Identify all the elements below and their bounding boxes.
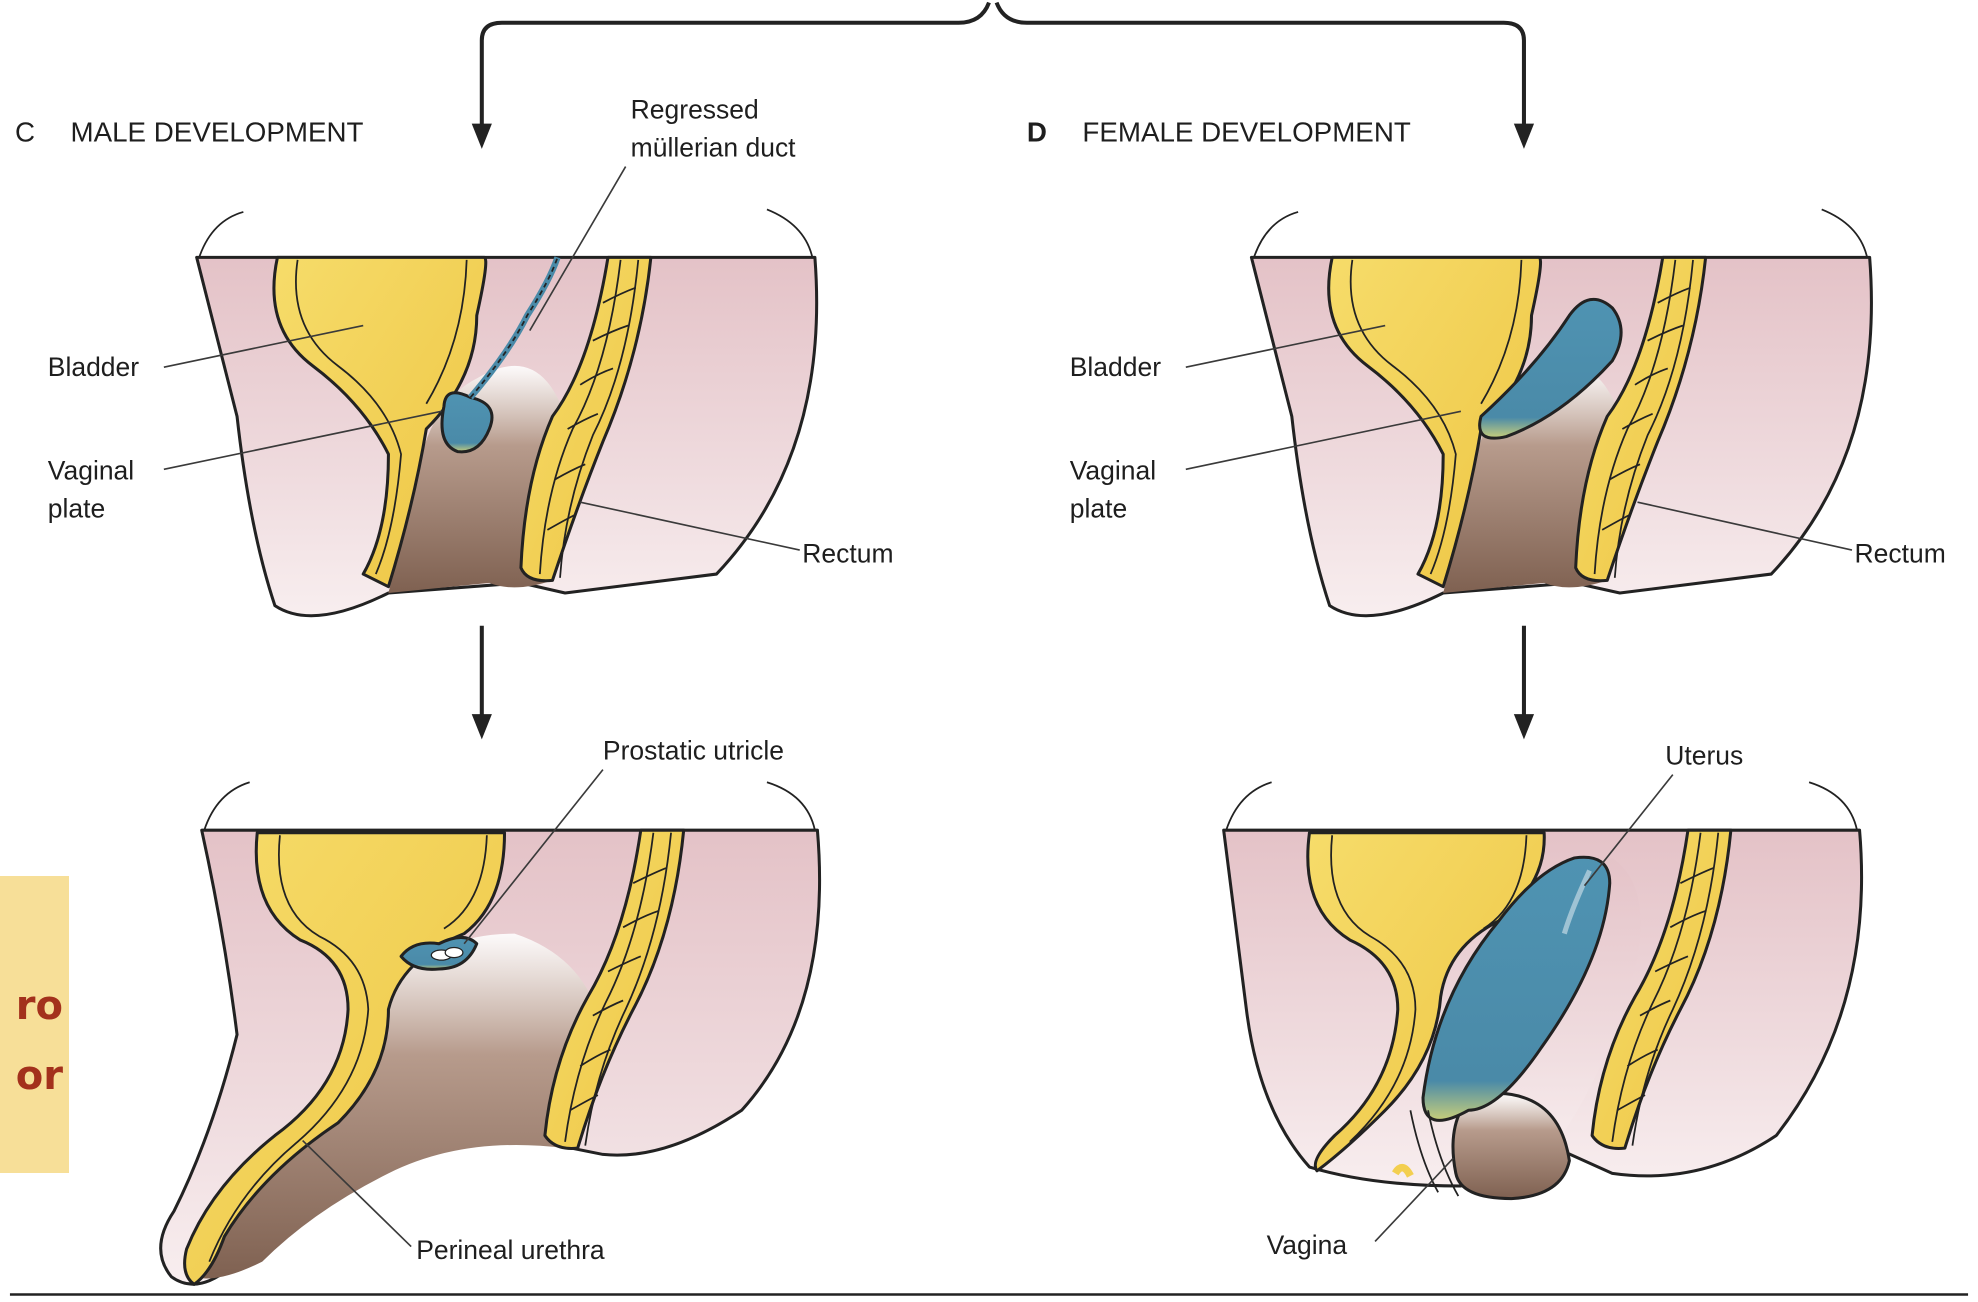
- label-regressed-mullerian-line1: Regressed: [631, 95, 759, 125]
- female-panel-letter: D: [1027, 116, 1047, 147]
- label-bladder: Bladder: [48, 352, 139, 382]
- callout-text-line1: ro: [16, 986, 63, 1026]
- label-uterus: Uterus: [1665, 741, 1743, 771]
- label-bladder: Bladder: [1070, 352, 1161, 382]
- arrow-down-icon: [472, 124, 492, 149]
- female-bottom-illustration: [1224, 782, 1862, 1198]
- male-bottom-illustration: [161, 782, 820, 1284]
- label-vaginal-plate-line2: plate: [1070, 493, 1127, 523]
- label-regressed-mullerian-line2: müllerian duct: [631, 132, 797, 162]
- label-vagina: Vagina: [1267, 1230, 1348, 1260]
- arrow-down-icon: [1514, 124, 1534, 149]
- male-panel-letter: C: [15, 116, 35, 147]
- slide-text-callout: ro or: [0, 876, 69, 1173]
- male-top-illustration: [197, 209, 817, 615]
- label-vaginal-plate-line2: plate: [48, 493, 105, 523]
- label-rectum: Rectum: [802, 539, 893, 569]
- label-rectum: Rectum: [1855, 539, 1946, 569]
- label-vaginal-plate-line1: Vaginal: [1070, 455, 1156, 485]
- label-prostatic-utricle: Prostatic utricle: [603, 736, 784, 766]
- label-perineal-urethra: Perineal urethra: [416, 1235, 605, 1265]
- label-vaginal-plate-line1: Vaginal: [48, 455, 134, 485]
- female-panel-title: FEMALE DEVELOPMENT: [1082, 116, 1410, 147]
- male-panel-title: MALE DEVELOPMENT: [71, 116, 364, 147]
- female-top-illustration: [1251, 209, 1871, 615]
- callout-text-line2: or: [16, 1056, 63, 1096]
